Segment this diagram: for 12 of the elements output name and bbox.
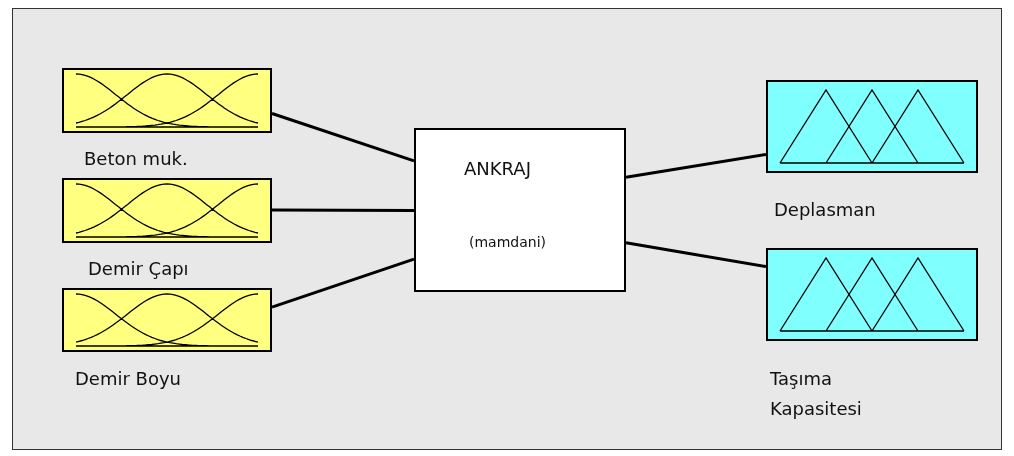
variable-name: Demir Boyu xyxy=(75,368,181,390)
system-name: ANKRAJ xyxy=(464,158,531,180)
variable-name: Deplasman xyxy=(774,199,876,221)
connector-line xyxy=(625,241,767,269)
connector-line xyxy=(271,112,415,163)
connector-line xyxy=(625,152,767,179)
connector-line xyxy=(271,257,415,309)
system-type: (mamdani) xyxy=(469,233,546,252)
variable-name: Beton muk. xyxy=(84,148,188,170)
variable-name: Taşıma Kapasitesi xyxy=(770,367,863,421)
variable-name: Demir Çapı xyxy=(88,258,189,280)
connector-line xyxy=(272,208,414,212)
